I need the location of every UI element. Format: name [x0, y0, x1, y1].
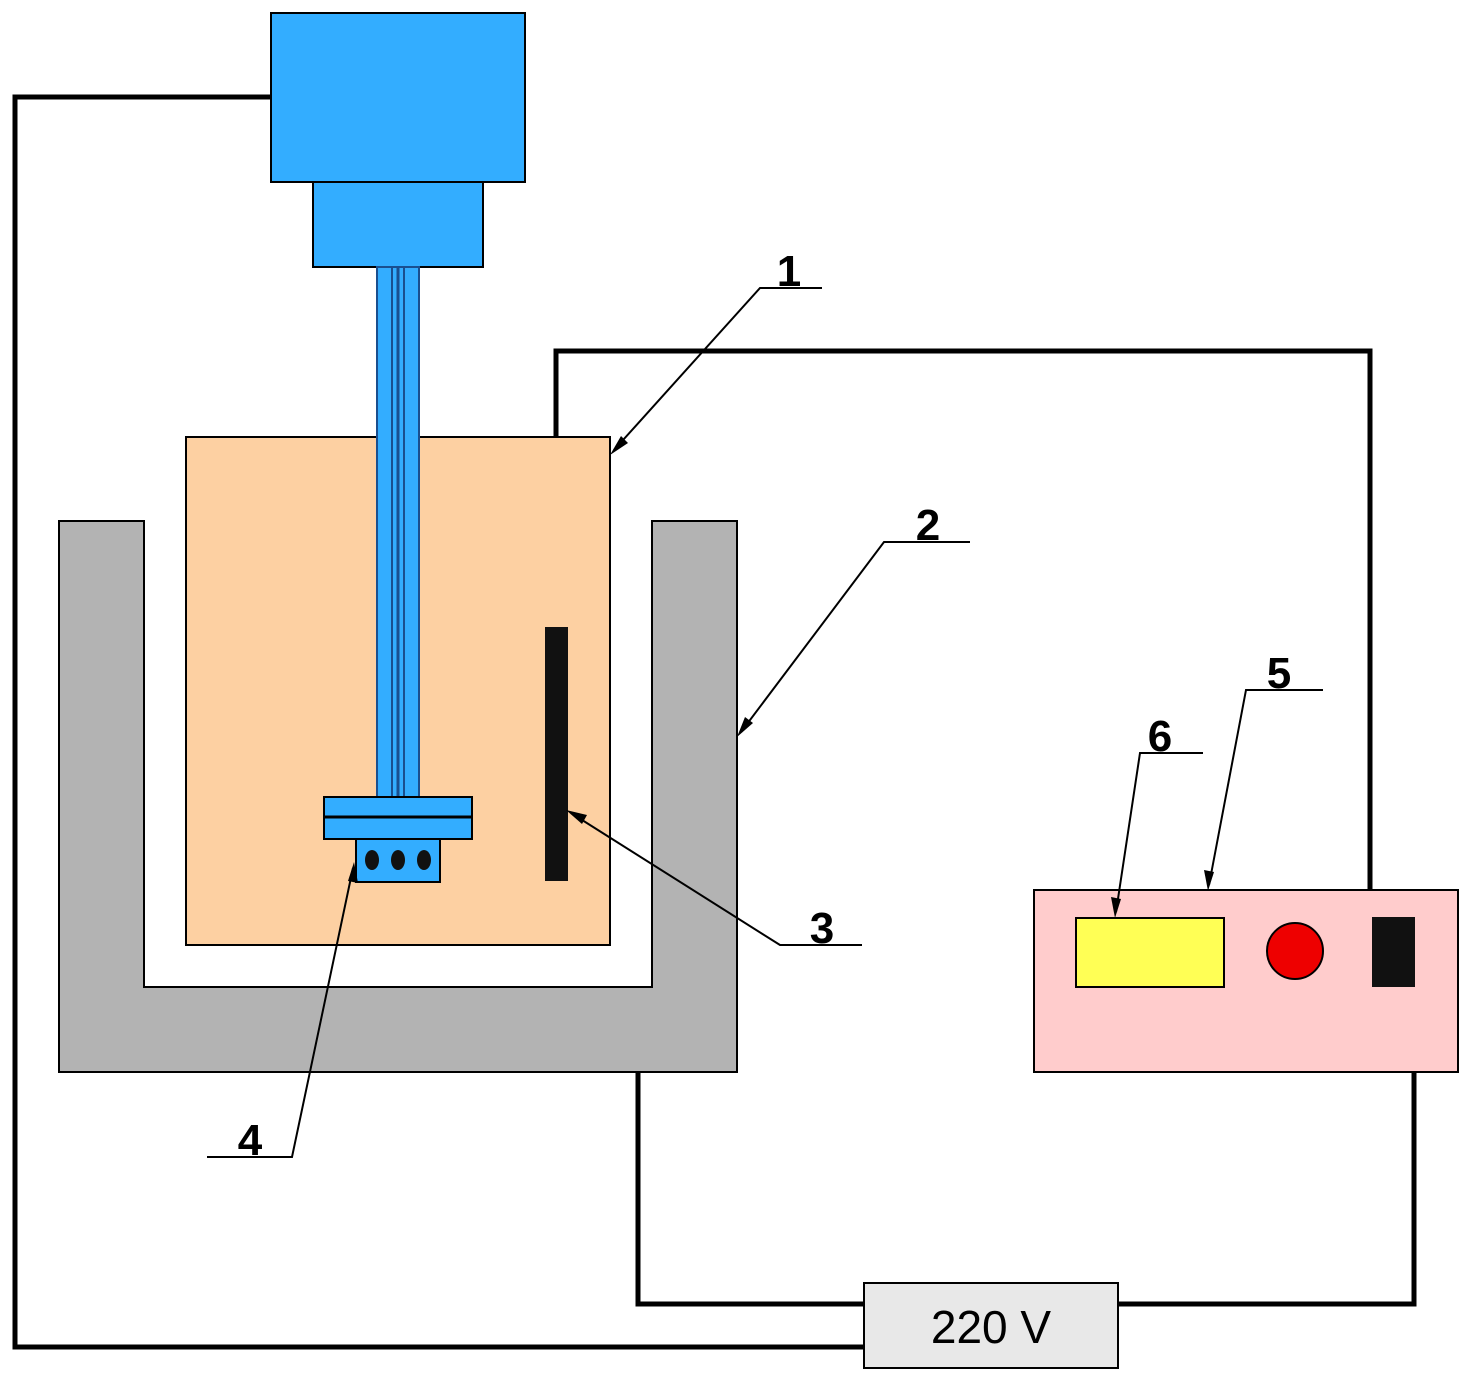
arrow-3 [566, 810, 587, 824]
impeller-hole-1 [365, 850, 379, 870]
leader-3 [570, 812, 862, 946]
leader-2 [740, 541, 970, 733]
arrow-2 [737, 717, 753, 737]
temperature-sensor [545, 627, 568, 881]
label-5: 5 [1267, 649, 1291, 698]
controller-button [1266, 922, 1324, 980]
leader-lines [207, 287, 1323, 1158]
power-supply-box [863, 1282, 1119, 1369]
controller-display [1075, 917, 1225, 988]
leader-1 [613, 287, 822, 451]
wire-controller-to-power [1118, 1072, 1417, 1307]
wire-jacket-to-power [635, 1072, 864, 1307]
wire-motor-to-power [12, 94, 864, 1350]
impeller-hole-2 [391, 850, 405, 870]
leader-4 [207, 867, 354, 1158]
label-3: 3 [810, 904, 834, 953]
power-supply-label: 220 V [931, 1301, 1052, 1353]
motor-gearbox [312, 181, 484, 268]
label-6: 6 [1148, 712, 1172, 761]
power-supply: 220 V [863, 1282, 1119, 1369]
number-labels: 1 2 3 4 5 6 [238, 247, 1291, 1165]
arrow-1 [610, 436, 628, 455]
arrow-6 [1111, 897, 1121, 918]
motor-housing [270, 12, 526, 183]
arrow-5 [1204, 870, 1214, 891]
leader-5 [1208, 689, 1323, 886]
impeller-hole-3 [417, 850, 431, 870]
temperature-controller [1033, 889, 1459, 1073]
label-4: 4 [238, 1116, 263, 1165]
stirrer-assembly [270, 12, 526, 883]
leader-6 [1115, 752, 1203, 913]
label-1: 1 [777, 247, 801, 296]
controller-power-switch [1372, 917, 1415, 987]
arrow-4 [348, 862, 358, 883]
label-2: 2 [916, 501, 940, 550]
